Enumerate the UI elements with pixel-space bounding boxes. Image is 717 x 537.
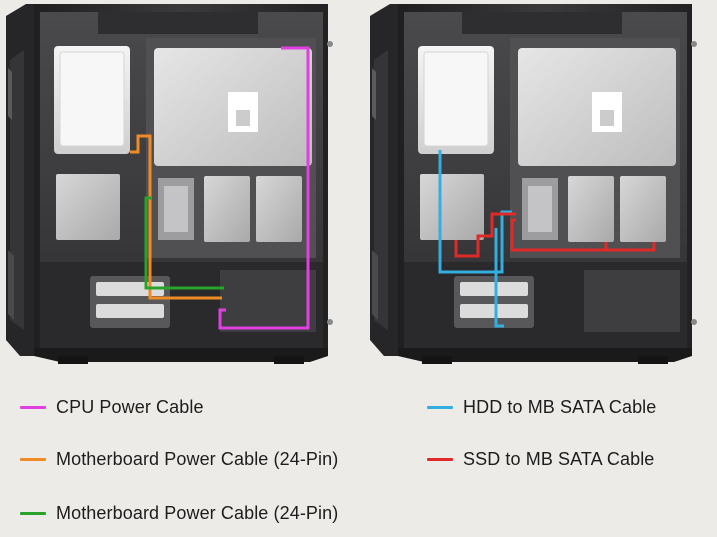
pc-case-left [5, 3, 334, 365]
legend-motherboard-power-cable-green: Motherboard Power Cable (24-Pin) [20, 500, 338, 526]
motherboard-power-cable-green [144, 196, 224, 290]
ssd-sata-cable-line-icon [427, 457, 453, 461]
cpu-power-cable [218, 46, 310, 330]
legend-label: Motherboard Power Cable (24-Pin) [56, 448, 339, 469]
hdd-sata-cable [438, 150, 512, 274]
legend-label: HDD to MB SATA Cable [463, 396, 657, 417]
legend-cpu-power-cable: CPU Power Cable [20, 394, 204, 420]
ssd-sata-cable [454, 212, 516, 258]
legend-label: SSD to MB SATA Cable [463, 448, 655, 469]
cpu-power-cable-line-icon [20, 405, 46, 409]
legend-motherboard-power-cable-orange: Motherboard Power Cable (24-Pin) [20, 446, 338, 472]
legend-label: CPU Power Cable [56, 396, 204, 417]
ssd-sata-cable-right [510, 218, 656, 252]
legend-ssd-sata-cable: SSD to MB SATA Cable [427, 446, 654, 472]
motherboard-power-cable-line-icon [20, 511, 46, 515]
legend-hdd-sata-cable: HDD to MB SATA Cable [427, 394, 656, 420]
pc-case-right [369, 3, 698, 365]
hdd-sata-cable-line-icon [427, 405, 453, 409]
motherboard-power-cable-orange [130, 134, 222, 300]
motherboard-power-cable-line-icon [20, 457, 46, 461]
legend-label: Motherboard Power Cable (24-Pin) [56, 502, 339, 523]
hdd-sata-cable-branch [494, 228, 504, 328]
